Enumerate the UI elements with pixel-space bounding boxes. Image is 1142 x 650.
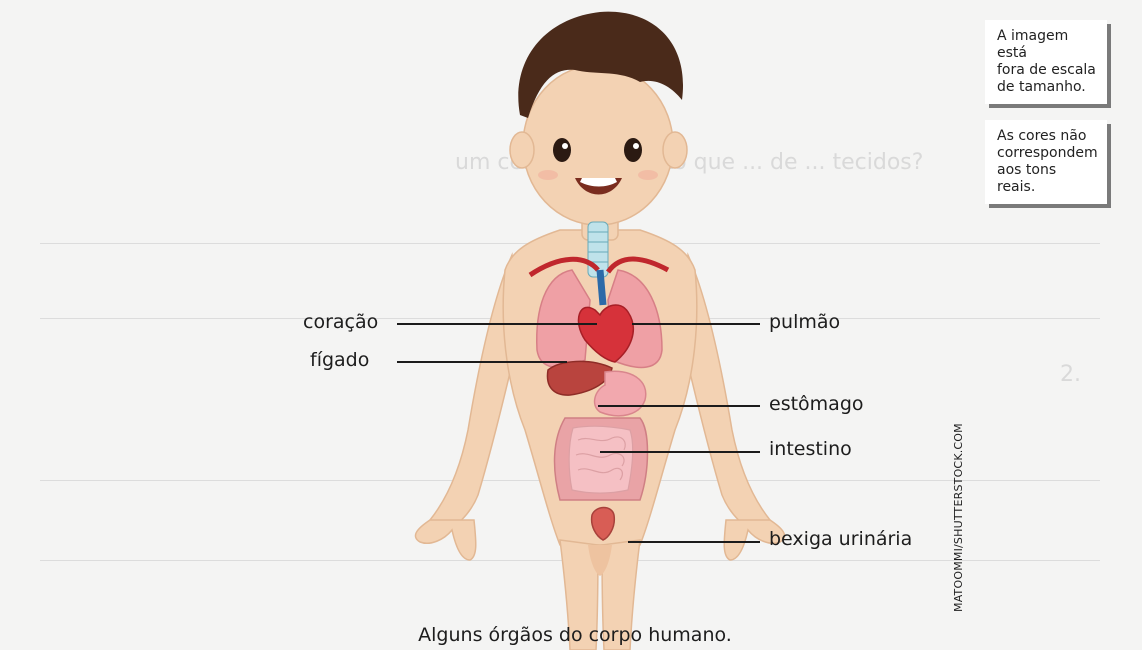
right-eye xyxy=(624,138,642,162)
right-ear xyxy=(663,132,687,168)
head xyxy=(523,65,673,225)
left-eye xyxy=(553,138,571,162)
small-intestine xyxy=(569,426,633,493)
heart-leader-line xyxy=(397,323,597,325)
left-hand xyxy=(415,520,475,560)
figure-caption: Alguns órgãos do corpo humano. xyxy=(418,624,732,646)
lung-leader-line xyxy=(632,323,760,325)
colors-note-line-1: As cores não xyxy=(997,128,1097,145)
figure-caption-wrap: Alguns órgãos do corpo humano. xyxy=(0,624,1142,646)
scale-note: A imagem está fora de escala de tamanho. xyxy=(985,20,1107,104)
label-bladder: bexiga urinária xyxy=(769,528,912,550)
image-credit: MATOOMMI/SHUTTERSTOCK.COM xyxy=(952,423,965,612)
left-ear xyxy=(510,132,534,168)
colors-note-line-3: aos tons reais. xyxy=(997,162,1097,196)
colors-note: As cores não correspondem aos tons reais… xyxy=(985,120,1107,204)
scale-note-line-1: A imagem está xyxy=(997,28,1097,62)
scale-note-line-3: de tamanho. xyxy=(997,79,1097,96)
colors-note-line-2: correspondem xyxy=(997,145,1097,162)
liver-leader-line xyxy=(397,361,567,363)
label-intestine: intestino xyxy=(769,438,852,460)
scale-note-line-2: fora de escala xyxy=(997,62,1097,79)
intestine-leader-line xyxy=(600,451,760,453)
bladder-leader-line xyxy=(628,541,760,543)
stomach-leader-line xyxy=(598,405,760,407)
label-stomach: estômago xyxy=(769,393,864,415)
label-lung: pulmão xyxy=(769,311,840,333)
label-heart: coração xyxy=(303,311,378,333)
label-liver: fígado xyxy=(310,349,369,371)
